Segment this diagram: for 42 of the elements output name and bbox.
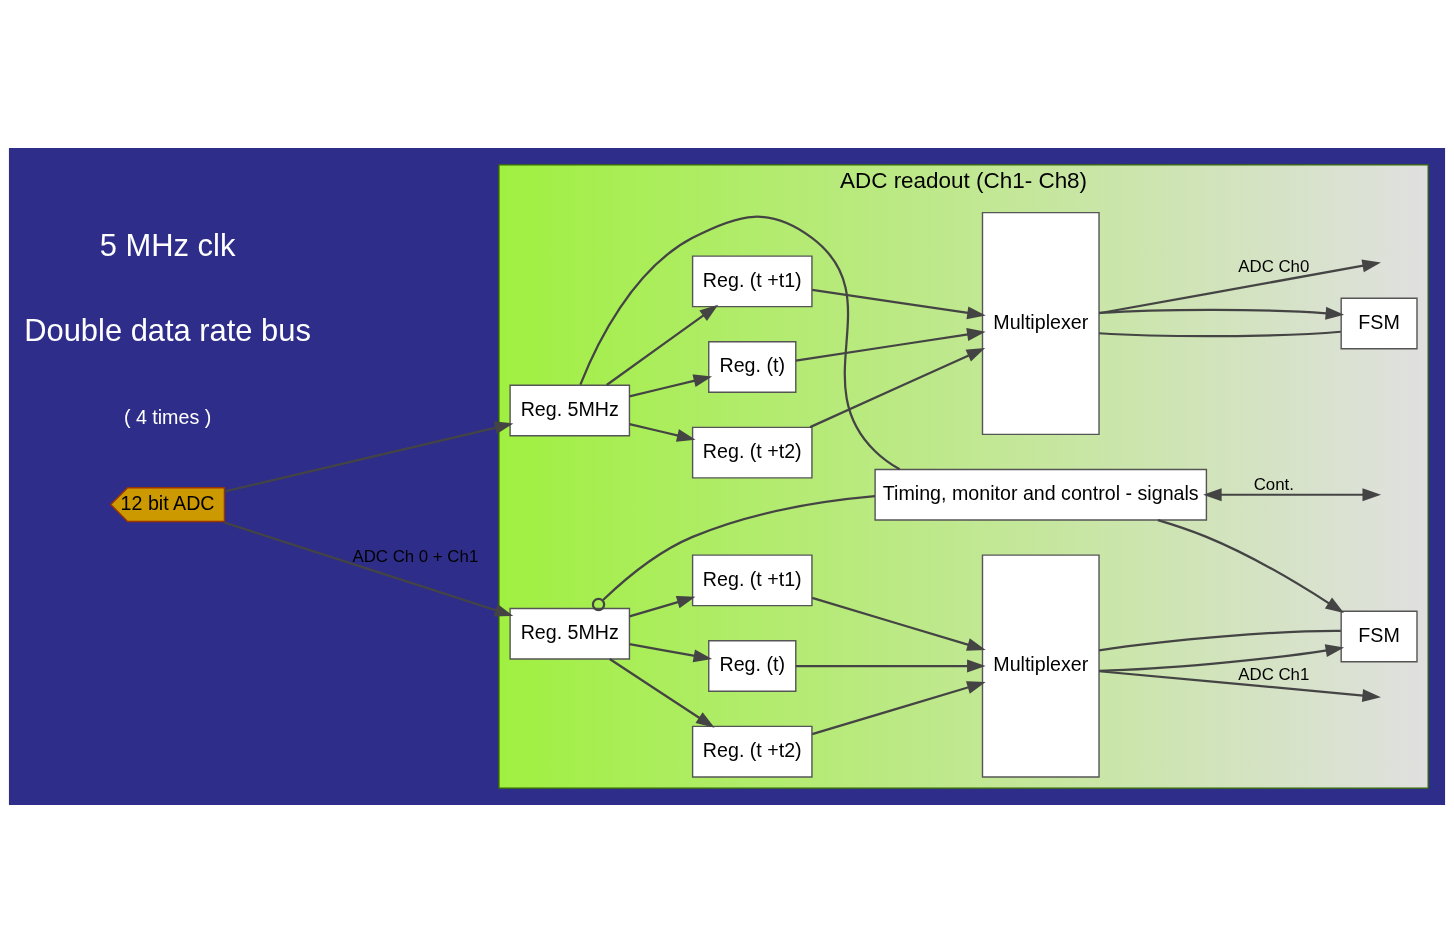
node-box: Reg. (t +t2) — [691, 725, 813, 778]
edge-label: ADC Ch 0 + Ch1 — [352, 546, 479, 566]
connector — [579, 215, 901, 470]
arrow — [629, 373, 713, 397]
arrow — [1203, 487, 1382, 501]
label: Double data rate bus — [24, 312, 311, 348]
edge-label: ADC Ch0 — [1238, 256, 1310, 276]
arrow — [1098, 258, 1381, 314]
arrow — [224, 420, 514, 493]
node-box: FSM — [1340, 297, 1418, 349]
edge-label: ADC Ch1 — [1238, 664, 1310, 683]
connector — [1098, 629, 1341, 652]
arrow — [629, 422, 696, 442]
arrow — [224, 520, 514, 616]
arrow — [1157, 518, 1344, 613]
node-box: FSM — [1340, 610, 1418, 662]
arrow — [629, 595, 696, 617]
arrow — [1098, 669, 1381, 702]
node-box: Reg. 5MHz — [509, 607, 631, 660]
label: ( 4 times ) — [123, 405, 212, 428]
connector — [1099, 330, 1341, 337]
node-box: Reg. (t) — [708, 340, 797, 393]
arrow — [795, 659, 986, 672]
arrow — [812, 288, 986, 319]
node-box: Reg. 5MHz — [509, 384, 631, 436]
arrow — [606, 304, 719, 386]
node-box: Reg. (t +t1) — [691, 254, 813, 307]
arrow — [609, 657, 715, 728]
node-box: Multiplexer — [981, 553, 1100, 778]
node-box: Reg. (t) — [708, 639, 797, 692]
arrow — [811, 596, 986, 651]
arrow — [811, 680, 986, 735]
node-box: Reg. (t +t2) — [691, 426, 813, 479]
node-box: Reg. (t +t1) — [691, 553, 813, 606]
node-box: Multiplexer — [981, 211, 1100, 435]
edge-label: Cont. — [1253, 474, 1294, 494]
arrow — [795, 327, 986, 362]
arrow — [629, 642, 713, 662]
label: 5 MHz clk — [99, 227, 236, 263]
node-box: Timing, monitor and control - signals — [874, 468, 1208, 521]
arrow — [809, 347, 986, 428]
connector — [591, 494, 876, 611]
